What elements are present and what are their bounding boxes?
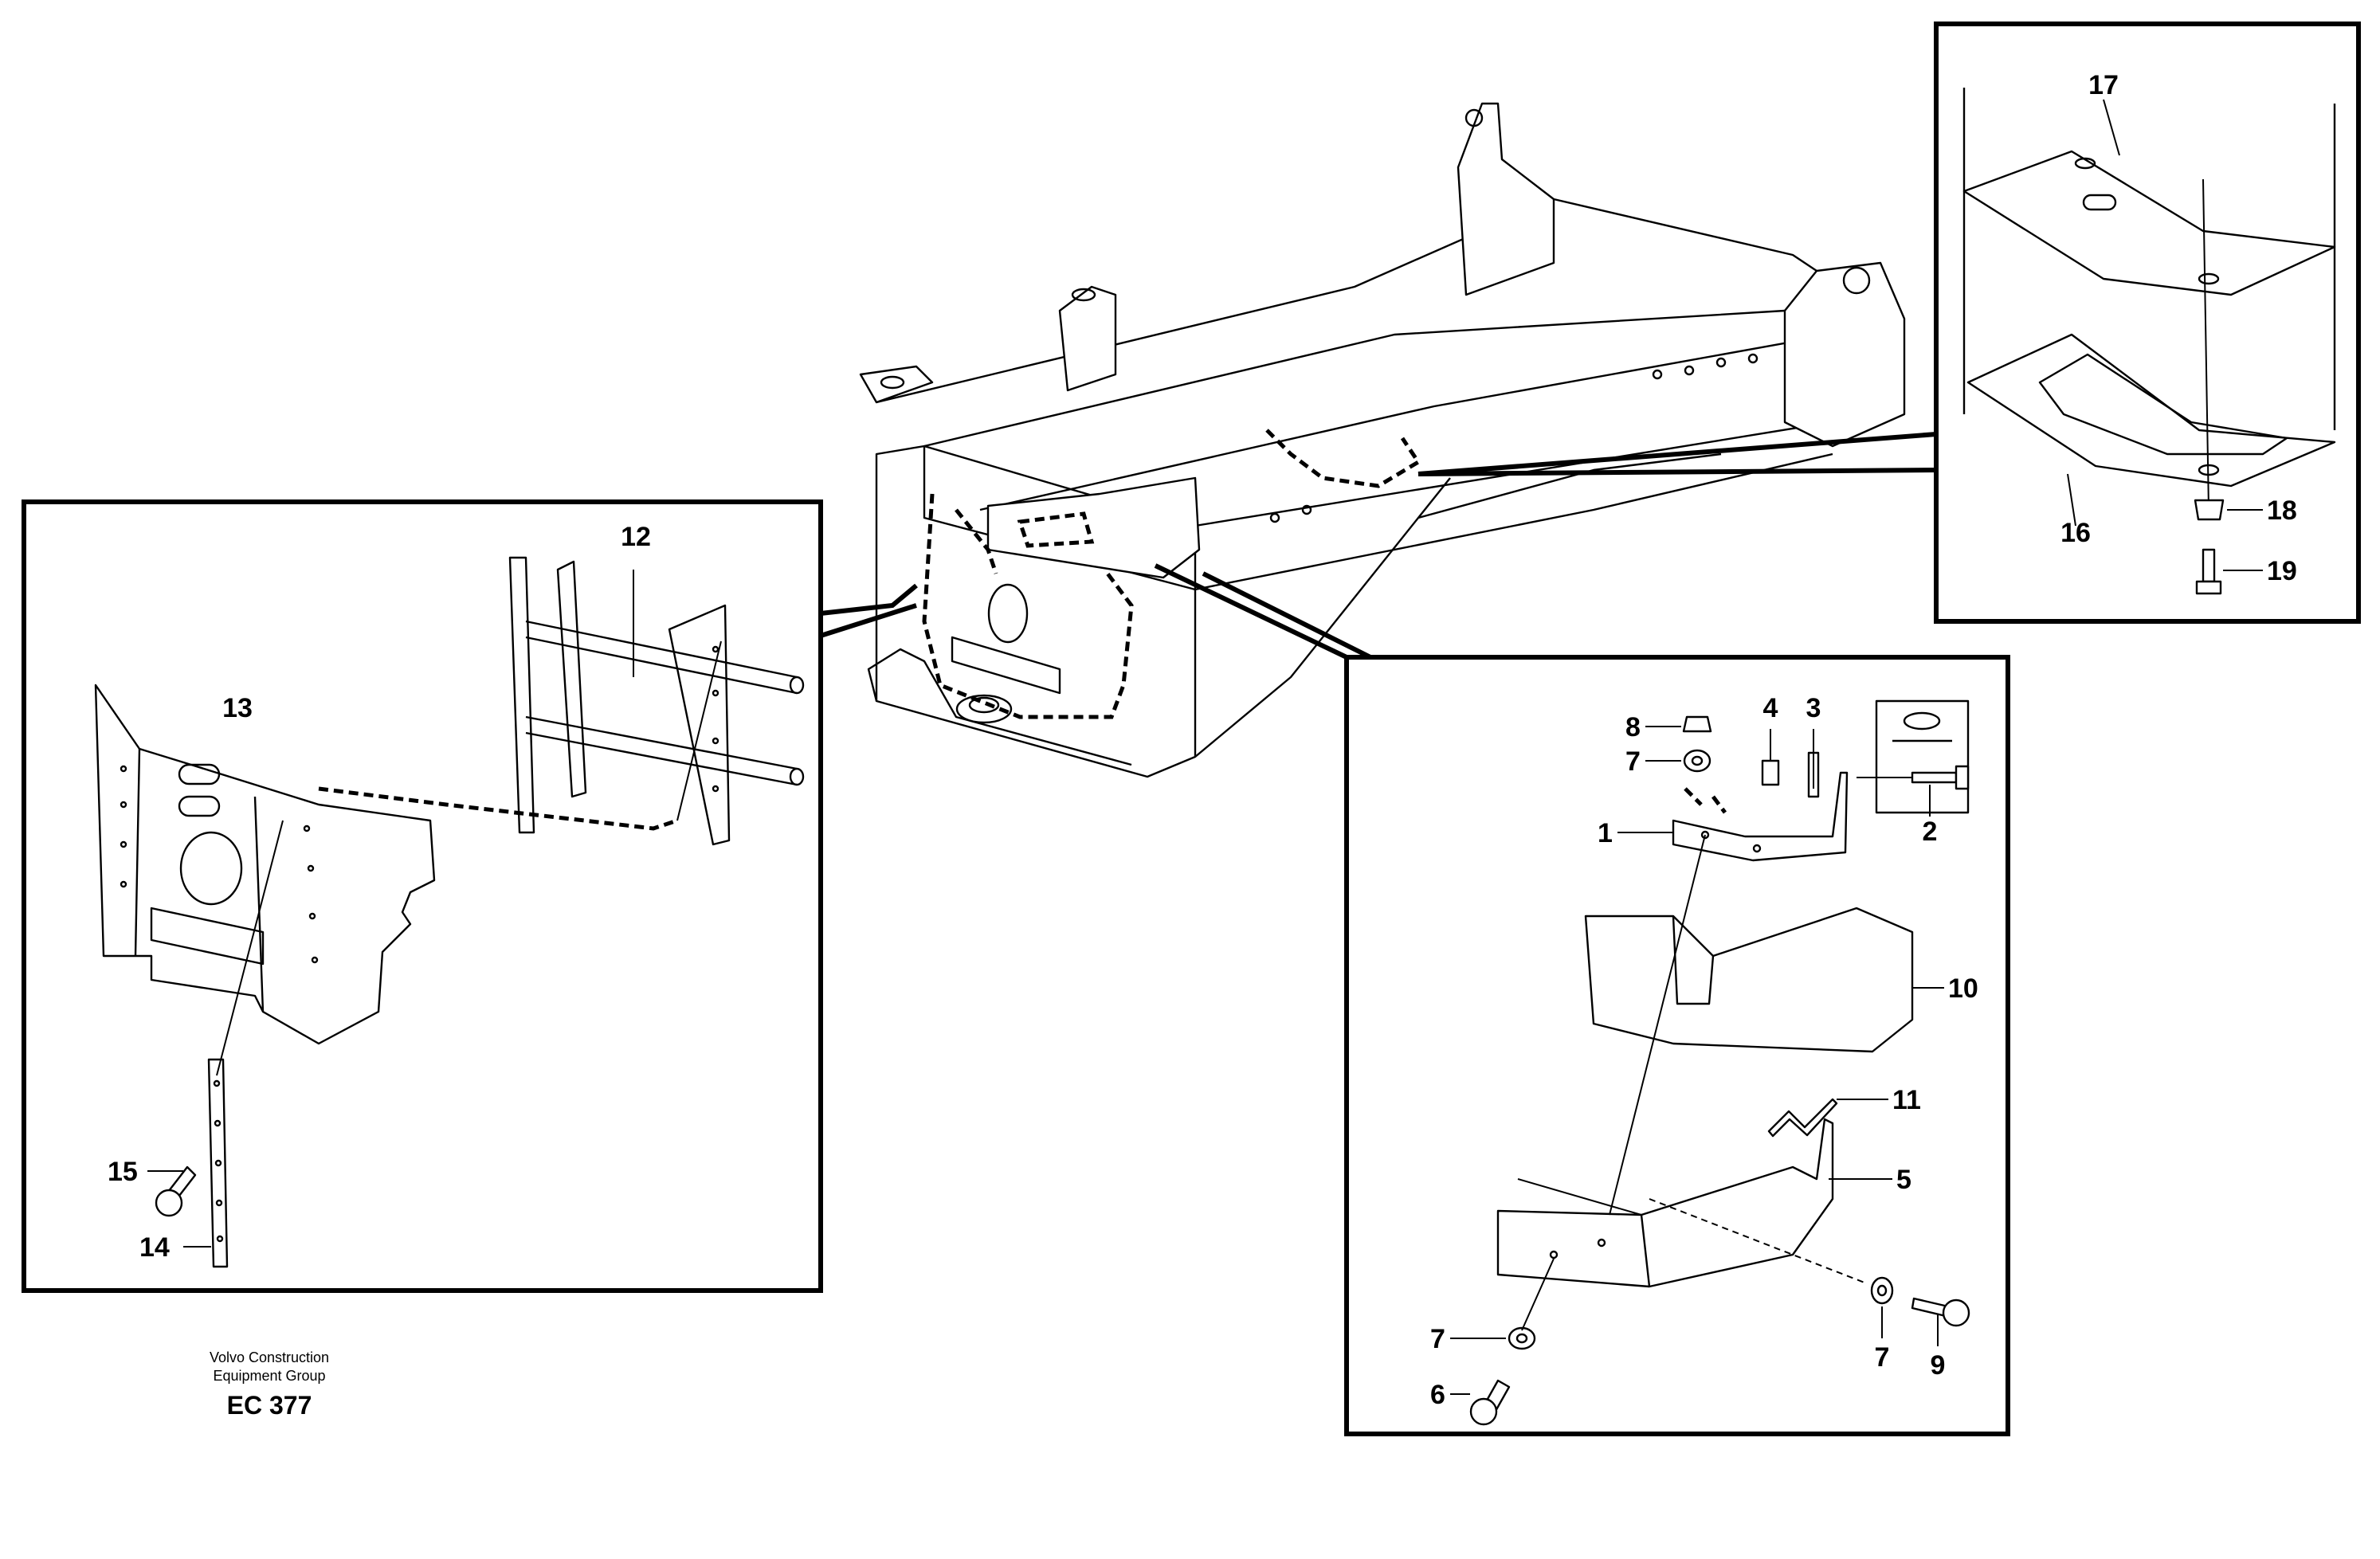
- callout-7-left: 7: [1430, 1324, 1445, 1354]
- callout-8: 8: [1625, 712, 1641, 742]
- publisher-footer: Volvo Construction Equipment Group EC 37…: [210, 1349, 329, 1420]
- detail-box-top-right: [1417, 22, 2361, 624]
- callout-19: 19: [2267, 556, 2297, 586]
- callout-14: 14: [139, 1232, 170, 1263]
- detail-box-bottom-right: [1154, 563, 2010, 1436]
- callout-labels: 17 18 19 16 12 13 15 14 8 4 3 7 1 2 10 1…: [108, 70, 2297, 1410]
- callout-15: 15: [108, 1157, 138, 1187]
- callout-1: 1: [1598, 818, 1613, 848]
- callout-3: 3: [1806, 693, 1821, 723]
- frame-dashed-outlines: [922, 429, 1421, 719]
- callout-2: 2: [1923, 817, 1938, 847]
- callout-11: 11: [1892, 1085, 1921, 1115]
- callout-7-top: 7: [1625, 746, 1641, 777]
- footer-line-1: Volvo Construction: [210, 1349, 329, 1365]
- callout-18: 18: [2267, 496, 2297, 526]
- callout-16: 16: [2060, 518, 2091, 548]
- callout-13: 13: [222, 693, 253, 723]
- footer-code: EC 377: [227, 1391, 312, 1420]
- callout-6: 6: [1430, 1380, 1445, 1410]
- callout-9: 9: [1931, 1350, 1946, 1381]
- callout-10: 10: [1948, 973, 1978, 1004]
- main-frame: [859, 102, 1906, 778]
- footer-line-2: Equipment Group: [213, 1368, 325, 1384]
- callout-7-right: 7: [1875, 1342, 1890, 1373]
- callout-12: 12: [621, 522, 651, 552]
- callout-17: 17: [2088, 70, 2119, 100]
- callout-4: 4: [1763, 693, 1778, 723]
- detail-box-left: [22, 499, 918, 1293]
- callout-5: 5: [1896, 1165, 1911, 1195]
